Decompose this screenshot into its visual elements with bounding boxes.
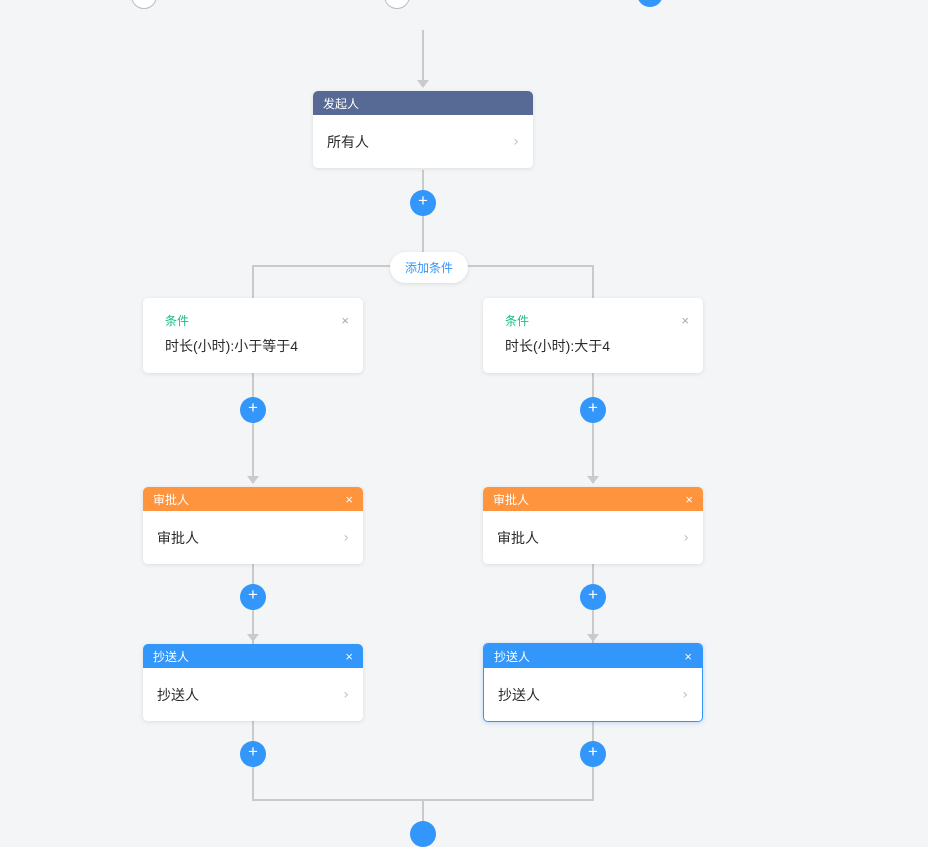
add-node-button-left-after-cc[interactable] <box>240 741 266 767</box>
node-approver-left-header: 审批人 × <box>143 487 363 511</box>
node-cc-right[interactable]: 抄送人 × 抄送人 › <box>483 643 703 722</box>
node-condition-left-text: 时长(小时):小于等于4 <box>165 338 298 354</box>
chevron-right-icon: › <box>513 133 519 150</box>
node-initiator[interactable]: 发起人 所有人 › <box>313 91 533 168</box>
close-icon[interactable]: × <box>685 491 693 507</box>
node-condition-right[interactable]: 条件 × 时长(小时):大于4 <box>483 298 703 373</box>
node-approver-right-value: 审批人 <box>497 529 539 546</box>
top-cut-plus-button-right[interactable] <box>637 0 663 7</box>
branch-leg-right <box>592 265 594 298</box>
node-cc-left[interactable]: 抄送人 × 抄送人 › <box>143 644 363 721</box>
node-cc-right-value: 抄送人 <box>498 686 540 703</box>
node-approver-right-body[interactable]: 审批人 › <box>483 511 703 564</box>
node-condition-left[interactable]: 条件 × 时长(小时):小于等于4 <box>143 298 363 373</box>
node-approver-left[interactable]: 审批人 × 审批人 › <box>143 487 363 564</box>
node-cc-left-header: 抄送人 × <box>143 644 363 668</box>
branch-leg-left <box>252 265 254 298</box>
chevron-right-icon: › <box>343 529 349 546</box>
node-approver-right-header: 审批人 × <box>483 487 703 511</box>
chevron-right-icon: › <box>682 686 688 703</box>
close-icon[interactable]: × <box>345 648 353 664</box>
node-cc-left-value: 抄送人 <box>157 686 199 703</box>
add-node-button-right-after-approver[interactable] <box>580 584 606 610</box>
node-cc-right-title: 抄送人 <box>494 649 531 664</box>
node-approver-right[interactable]: 审批人 × 审批人 › <box>483 487 703 564</box>
connector-merge-to-bottom <box>422 799 424 826</box>
node-cc-right-body[interactable]: 抄送人 › <box>484 668 702 721</box>
bottom-cut-plus-button[interactable] <box>410 821 436 847</box>
arrowhead-right-approver <box>587 476 599 484</box>
add-node-button-right-after-cc[interactable] <box>580 741 606 767</box>
arrowhead-left-approver <box>247 476 259 484</box>
node-approver-left-title: 审批人 <box>153 492 190 507</box>
chevron-right-icon: › <box>683 529 689 546</box>
top-cut-circle-center[interactable] <box>384 0 410 9</box>
connector-left-condition-to-approver <box>252 373 254 483</box>
node-cc-left-title: 抄送人 <box>153 649 190 664</box>
arrowhead-left-cc <box>247 634 259 642</box>
node-condition-right-title: 条件 <box>505 314 530 328</box>
add-node-button-after-initiator[interactable] <box>410 190 436 216</box>
node-approver-right-title: 审批人 <box>493 492 530 507</box>
add-condition-button[interactable]: 添加条件 <box>390 252 469 283</box>
node-approver-left-value: 审批人 <box>157 529 199 546</box>
node-cc-right-header: 抄送人 × <box>484 644 702 668</box>
node-condition-left-head: 条件 × <box>143 298 363 329</box>
close-icon[interactable]: × <box>681 313 689 328</box>
node-condition-right-head: 条件 × <box>483 298 703 329</box>
node-initiator-header: 发起人 <box>313 91 533 115</box>
add-node-button-right-after-condition[interactable] <box>580 397 606 423</box>
node-initiator-value: 所有人 <box>327 133 369 150</box>
top-cut-circle-left[interactable] <box>131 0 157 9</box>
arrowhead-initiator <box>417 80 429 88</box>
node-condition-left-title: 条件 <box>165 314 190 328</box>
close-icon[interactable]: × <box>345 491 353 507</box>
connector-top-to-initiator <box>422 30 424 87</box>
connector-right-condition-to-approver <box>592 373 594 483</box>
node-cc-left-body[interactable]: 抄送人 › <box>143 668 363 721</box>
chevron-right-icon: › <box>343 686 349 703</box>
node-initiator-title: 发起人 <box>323 96 360 111</box>
close-icon[interactable]: × <box>341 313 349 328</box>
add-node-button-left-after-approver[interactable] <box>240 584 266 610</box>
node-approver-left-body[interactable]: 审批人 › <box>143 511 363 564</box>
node-initiator-body[interactable]: 所有人 › <box>313 115 533 168</box>
connector-initiator-to-branches <box>422 170 424 266</box>
arrowhead-right-cc <box>587 634 599 642</box>
close-icon[interactable]: × <box>684 648 692 664</box>
node-condition-right-text: 时长(小时):大于4 <box>505 338 610 354</box>
add-node-button-left-after-condition[interactable] <box>240 397 266 423</box>
